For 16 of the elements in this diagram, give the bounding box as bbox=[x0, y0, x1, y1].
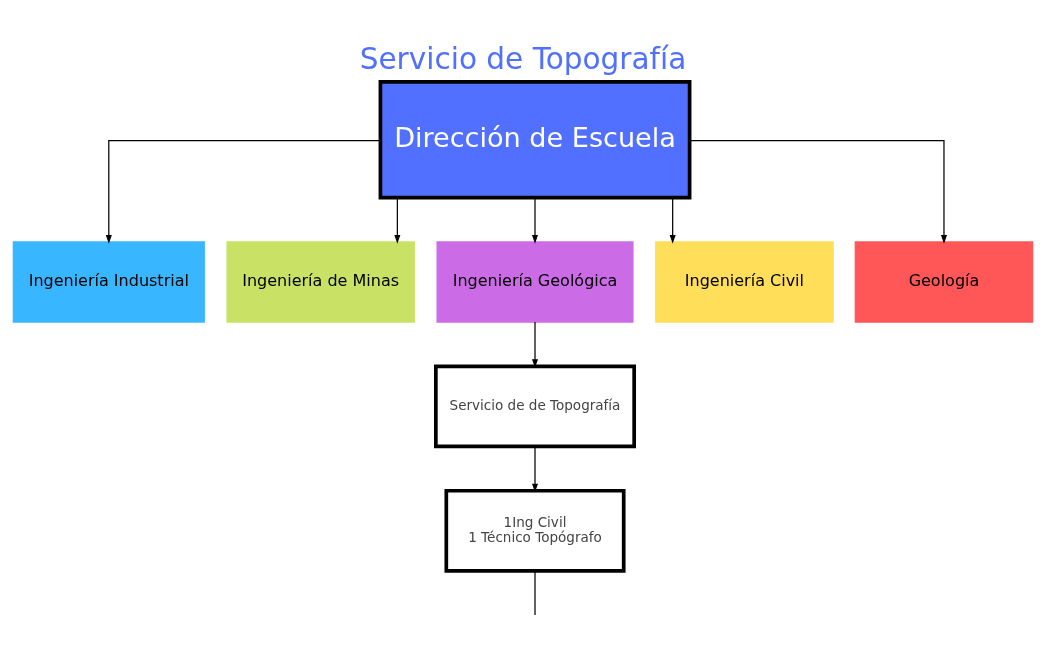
arrow bbox=[689, 139, 947, 244]
node-box: Ingeniería Geológica bbox=[436, 241, 634, 323]
connector bbox=[534, 570, 536, 616]
node-box: Dirección de Escuela bbox=[378, 79, 692, 200]
arrow bbox=[394, 197, 401, 244]
node-box: Servicio de de Topografía bbox=[434, 364, 636, 449]
node-box: Ingeniería Industrial bbox=[12, 241, 205, 323]
arrow bbox=[669, 197, 676, 244]
node-box: Ingeniería de Minas bbox=[226, 241, 415, 323]
node-box: 1Ing Civil 1 Técnico Topógrafo bbox=[444, 488, 626, 573]
arrow bbox=[105, 139, 381, 244]
node-box: Ingeniería Civil bbox=[655, 241, 834, 323]
arrow bbox=[532, 321, 539, 368]
arrow bbox=[532, 197, 539, 244]
diagram-title: Servicio de Topografía bbox=[359, 41, 687, 76]
node-box: Geología bbox=[854, 241, 1034, 323]
